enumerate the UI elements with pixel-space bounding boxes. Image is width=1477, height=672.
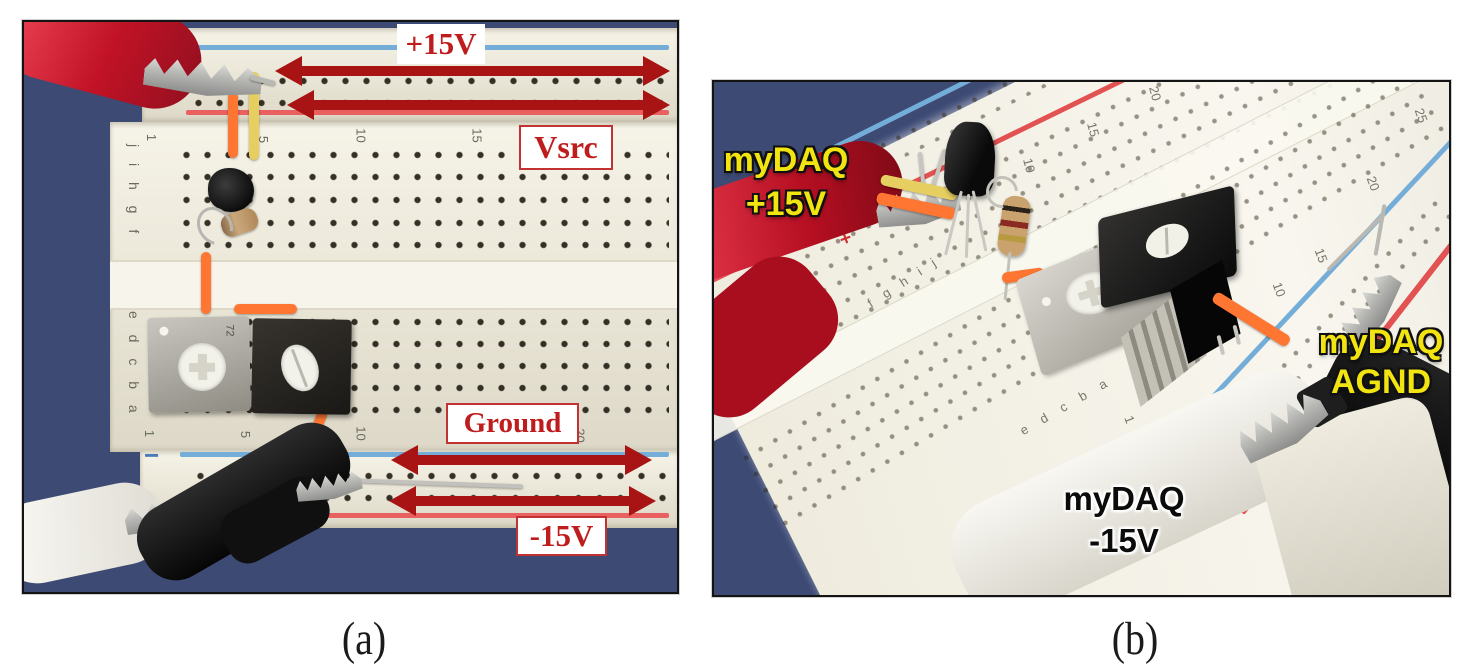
plus15-arrow-icon xyxy=(302,66,643,76)
panel-b-photo: + 10 15 20 25 20 15 1 5 10 f g h i j e d… xyxy=(712,80,1451,597)
jumper-wire-yellow xyxy=(249,72,259,160)
caption-panel-a: (a) xyxy=(341,613,387,665)
bracket-hole xyxy=(1145,219,1190,263)
vsrc-label: Vsrc xyxy=(519,125,613,170)
mydaq-minus15-label: myDAQ -15V xyxy=(1044,478,1204,562)
mydaq-minus15-line2: -15V xyxy=(1089,522,1159,559)
hole-row xyxy=(186,74,669,88)
mydaq-plus15-line1: myDAQ xyxy=(723,141,849,179)
jumper-wire-orange xyxy=(228,92,238,158)
mydaq-minus15-line1: myDAQ xyxy=(1063,480,1185,517)
col-number: 1 xyxy=(142,429,158,438)
jumper-wire-orange xyxy=(234,304,297,314)
col-number: 10 xyxy=(353,128,369,143)
switch-marking: 72 xyxy=(223,324,236,337)
col-number: 15 xyxy=(469,128,485,143)
hole-row xyxy=(174,216,669,230)
minus15-arrow-icon xyxy=(416,496,629,506)
row-letters-lower: e d c b a xyxy=(126,311,142,419)
vsrc-arrow-icon xyxy=(314,100,643,110)
col-number: 1 xyxy=(144,133,160,142)
hole-row xyxy=(174,238,669,252)
plus15-label: +15V xyxy=(397,24,485,64)
panel-a-photo: + − j i h g f e d c b a 1 5 10 15 1 5 10… xyxy=(22,20,679,594)
row-letters-upper: j i h g f xyxy=(126,144,142,240)
dial-slot xyxy=(291,348,309,388)
ground-arrow-icon xyxy=(418,455,625,465)
breadboard-center-channel xyxy=(110,260,677,310)
rotary-dial xyxy=(177,342,227,392)
minus15-label: -15V xyxy=(516,516,607,556)
mydaq-agnd-line2: AGND xyxy=(1330,363,1432,401)
dial-cross-slot xyxy=(197,353,208,381)
minus-rail-marker: − xyxy=(144,440,160,470)
col-number: 5 xyxy=(238,430,254,439)
col-number: 10 xyxy=(353,426,369,441)
rotary-switch-black xyxy=(251,318,352,415)
transistor xyxy=(208,168,254,212)
top-rail-red-line xyxy=(186,110,669,115)
mydaq-agnd-line1: myDAQ xyxy=(1318,323,1444,361)
index-dot xyxy=(159,326,169,336)
hole-slot xyxy=(1165,227,1169,255)
mydaq-plus15-line2: +15V xyxy=(745,185,827,223)
hole-row xyxy=(174,193,669,207)
hole-row xyxy=(174,170,669,184)
jumper-wire-orange xyxy=(201,252,211,314)
mydaq-plus15-label: myDAQ +15V xyxy=(714,138,862,226)
ground-label: Ground xyxy=(446,403,579,444)
mydaq-agnd-label: myDAQ AGND xyxy=(1306,322,1449,402)
rotary-dial xyxy=(274,339,326,397)
caption-panel-b: (b) xyxy=(1111,613,1159,665)
rotary-switch-gray: 72 xyxy=(147,316,251,413)
